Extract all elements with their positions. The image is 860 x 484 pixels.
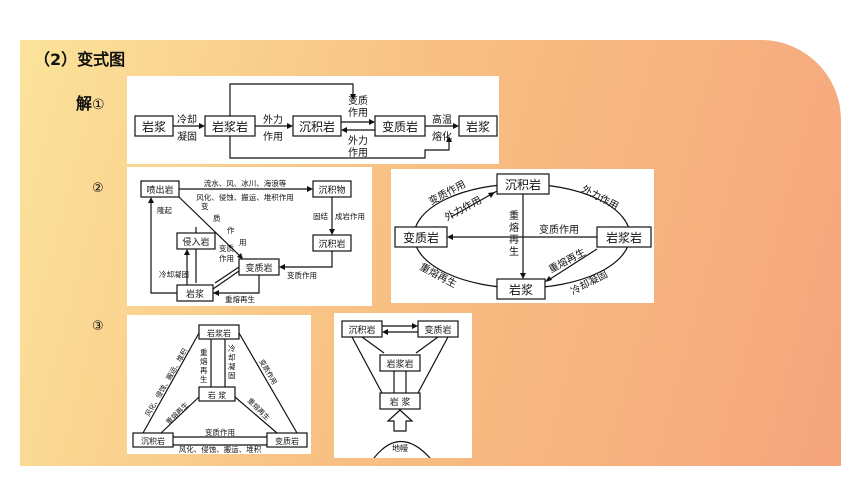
d3b-box-igneous-label: 岩浆岩 — [386, 358, 413, 370]
diagram-3a: 岩浆岩 岩 浆 沉积岩 变质岩 重 熔 再 生 冷 却 凝 固 风化、侵蚀、搬运… — [127, 315, 311, 454]
d2a-label-meta2: 质 — [213, 213, 221, 223]
d1-label-ext1: 外力 — [263, 113, 283, 126]
d3a-l-bottomtop: 变质作用 — [205, 427, 235, 437]
marker-2: ② — [92, 181, 104, 196]
d1-label-ext1b: 作用 — [263, 131, 283, 143]
d2b-label-f: 重熔再生 — [418, 260, 459, 290]
diagram-3b: 沉积岩 变质岩 岩浆岩 岩 浆 地幔 — [334, 313, 472, 459]
d2a-label-uplift: 隆起 — [157, 205, 172, 215]
d3b-box-meta-label: 变质岩 — [424, 324, 451, 336]
d2b-box-igneous-label: 岩浆岩 — [606, 230, 642, 245]
d1-label-cooling: 冷却 — [177, 113, 197, 126]
d2a-box-sedimentary-label: 沉积岩 — [318, 238, 345, 250]
d3a-box-igneous — [198, 324, 240, 340]
d2a-label-consolidate: 固结 — [313, 211, 328, 221]
d2a-label-metabottom: 变质作用 — [287, 270, 317, 280]
d1-label-ext2: 外力 — [348, 134, 368, 147]
d2a-label-cool: 冷却凝固 — [159, 269, 189, 279]
answer-label: 解① — [76, 94, 105, 113]
d1-box-sed-label: 沉积岩 — [299, 119, 335, 134]
d3a-box-meta — [266, 432, 308, 448]
d2a-box-sediment-label: 沉积物 — [318, 184, 345, 196]
d2b-label-d2: 再 — [509, 234, 519, 246]
d2a-box-intrusive-label: 侵入岩 — [182, 236, 209, 248]
d3b-box-sed-label: 沉积岩 — [348, 324, 375, 336]
d1-label-melt: 熔化 — [432, 130, 452, 143]
diagram-2b: 沉积岩 变质岩 岩浆岩 岩浆 变质作用 外力作用 外力作用 重 熔 再 生 变质… — [391, 169, 654, 303]
d2b-label-d3: 生 — [509, 245, 519, 258]
d3a-l-rightouter: 变质作用 — [257, 358, 279, 387]
d1-label-meta-b: 作用 — [348, 107, 368, 119]
d3a-box-sed-label: 沉积岩 — [141, 436, 165, 446]
d3b-box-igneous — [379, 354, 421, 372]
d3a-l-remelt3: 生 — [200, 374, 208, 384]
d1-box-magma-label: 岩浆 — [142, 119, 166, 134]
d2b-label-d1: 熔 — [509, 221, 519, 234]
d3a-l-leftinner: 重熔再生 — [164, 400, 190, 426]
d3a-l-bottombottom: 风化、侵蚀、搬运、堆积 — [179, 444, 262, 454]
d1-label-solidify: 凝固 — [177, 131, 197, 143]
d2b-label-c: 外力作用 — [580, 182, 621, 212]
d2a-label-top1: 流水、风、冰川、海浪等 — [204, 178, 287, 188]
d2a-box-metamorphic-label: 变质岩 — [245, 262, 272, 274]
d2a-label-meta3: 作 — [227, 225, 235, 235]
d2b-label-g: 重熔再生 — [546, 245, 587, 275]
d1-label-meta: 变质 — [348, 94, 368, 107]
d2b-box-sed-label: 沉积岩 — [505, 177, 541, 192]
d2a-box-extrusive-label: 喷出岩 — [146, 184, 173, 196]
diagram-2a: 喷出岩 沉积物 侵入岩 沉积岩 变质岩 岩浆 流水、风、冰川、海浪等 风化、侵蚀… — [127, 167, 372, 306]
d3a-box-magma — [198, 386, 236, 402]
d3a-l-cool0: 冷 — [228, 343, 236, 353]
d2b-box-magma — [496, 278, 546, 300]
d3b-box-magma — [379, 392, 421, 410]
d2a-label-meta1: 变 — [201, 201, 209, 211]
d1-label-ext2b: 作用 — [348, 147, 368, 159]
d2a-box-magma-label: 岩浆 — [186, 288, 204, 300]
d1-box-igneous-label: 岩浆岩 — [212, 119, 248, 134]
d3a-box-sed — [132, 432, 174, 448]
d2b-label-e: 变质作用 — [539, 223, 579, 236]
d1-box-meta-label: 变质岩 — [382, 119, 418, 134]
marker-1: ① — [92, 97, 105, 113]
section-heading: （2）变式图 — [34, 50, 126, 69]
d3a-l-cool2: 凝 — [228, 361, 236, 371]
d3b-mantle-label: 地幔 — [392, 443, 408, 453]
d3a-l-cool3: 固 — [228, 371, 236, 380]
d2b-label-h: 冷却凝固 — [568, 267, 609, 297]
d3a-l-remelt2: 再 — [200, 366, 208, 375]
d1-box-magma2-label: 岩浆 — [466, 119, 490, 134]
d3b-box-magma-label: 岩 浆 — [390, 396, 411, 408]
d2b-label-d0: 重 — [509, 209, 519, 222]
d2b-box-meta-label: 变质岩 — [403, 230, 439, 245]
d2a-label-metamid: 变质 — [219, 243, 234, 253]
marker-3: ③ — [92, 319, 104, 334]
d2a-label-meta4: 用 — [239, 238, 247, 247]
d3a-l-cool1: 却 — [228, 352, 236, 362]
d2a-label-metamid-b: 作用 — [219, 253, 234, 263]
d3a-box-meta-label: 变质岩 — [275, 436, 299, 446]
d3a-box-igneous-label: 岩浆岩 — [207, 328, 231, 338]
d1-label-heat: 高温 — [432, 113, 452, 126]
d3a-l-remelt0: 重 — [200, 348, 208, 357]
diagram-1: 岩浆 岩浆岩 沉积岩 变质岩 岩浆 冷却 凝固 外力 作用 变质 作用 外力 作… — [127, 76, 499, 164]
d2b-box-magma-label: 岩浆 — [509, 282, 533, 297]
d3a-box-magma-label: 岩 浆 — [208, 390, 227, 400]
d2a-label-top2: 风化、侵蚀、搬运、堆积作用 — [196, 192, 294, 202]
d3a-l-remelt1: 熔 — [200, 356, 208, 366]
d2a-label-remelt: 重熔再生 — [225, 294, 255, 304]
d2a-label-diagenesis: 成岩作用 — [335, 211, 365, 221]
